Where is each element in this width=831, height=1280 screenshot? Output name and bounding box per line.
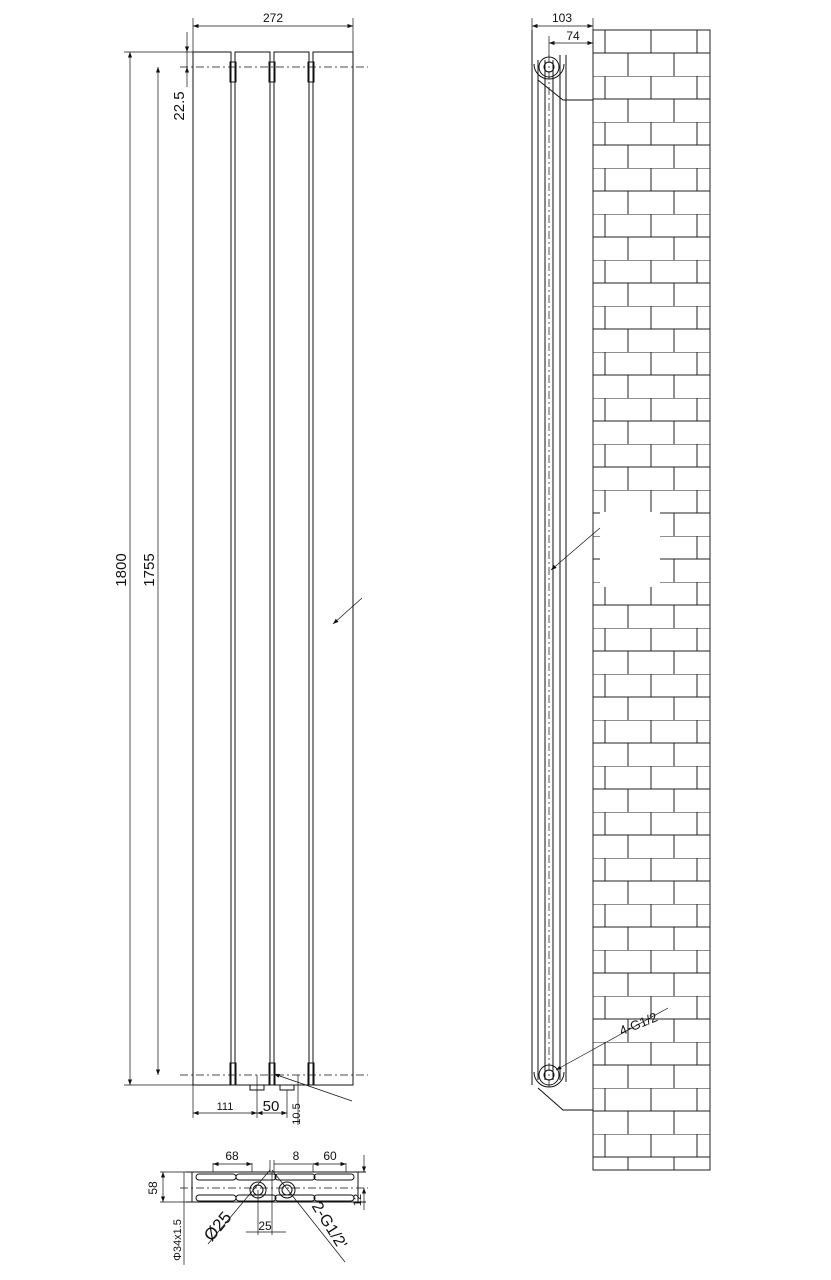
dim-8: 8 bbox=[293, 1149, 300, 1163]
dim-12: 12 bbox=[352, 1194, 364, 1206]
dim-wall-to-pipe: 74 bbox=[566, 29, 580, 43]
dim-centers: 1755 bbox=[141, 553, 158, 586]
dim-depth: 103 bbox=[552, 11, 572, 25]
side-view: 103 74 4-G1/2 bbox=[531, 11, 711, 1171]
dim-68: 68 bbox=[225, 1149, 239, 1163]
wall-blank-patch bbox=[600, 512, 660, 587]
indicator-arrow bbox=[332, 597, 363, 625]
dim-top-offset: 22.5 bbox=[171, 91, 188, 120]
pipe-leader bbox=[273, 1073, 353, 1102]
dim-60: 60 bbox=[323, 1149, 337, 1163]
tube-label: Φ34x1.5 bbox=[172, 1219, 184, 1261]
front-view: 272 1800 1755 22.5 111 50 10.5 bbox=[113, 11, 368, 1125]
dim-pipe-spacing: 50 bbox=[263, 1098, 280, 1115]
dim-pipe-depth: 10.5 bbox=[291, 1103, 303, 1124]
slots bbox=[195, 1173, 355, 1202]
pipe-diameter-label: Ø25 bbox=[200, 1208, 235, 1245]
radiator-side bbox=[531, 30, 567, 1090]
dim-58: 58 bbox=[146, 1181, 160, 1195]
dim-left-pipe: 111 bbox=[217, 1101, 234, 1113]
radiator-panels bbox=[192, 51, 354, 1086]
connection-leader bbox=[555, 1007, 669, 1071]
bottom-bracket bbox=[533, 1064, 593, 1111]
connection-label: 2-G1/2' bbox=[308, 1199, 350, 1252]
brick-wall bbox=[592, 29, 711, 1171]
indicator-arrow bbox=[550, 527, 601, 571]
bottom-pipes bbox=[249, 1084, 295, 1091]
top-bracket bbox=[533, 56, 593, 101]
bottom-detail: 68 8 60 58 12 Φ34x1.5 25 Ø25 2-G1/2' bbox=[146, 1149, 368, 1265]
dim-25: 25 bbox=[258, 1219, 272, 1233]
dim-height: 1800 bbox=[113, 553, 130, 586]
dim-width: 272 bbox=[263, 11, 283, 25]
